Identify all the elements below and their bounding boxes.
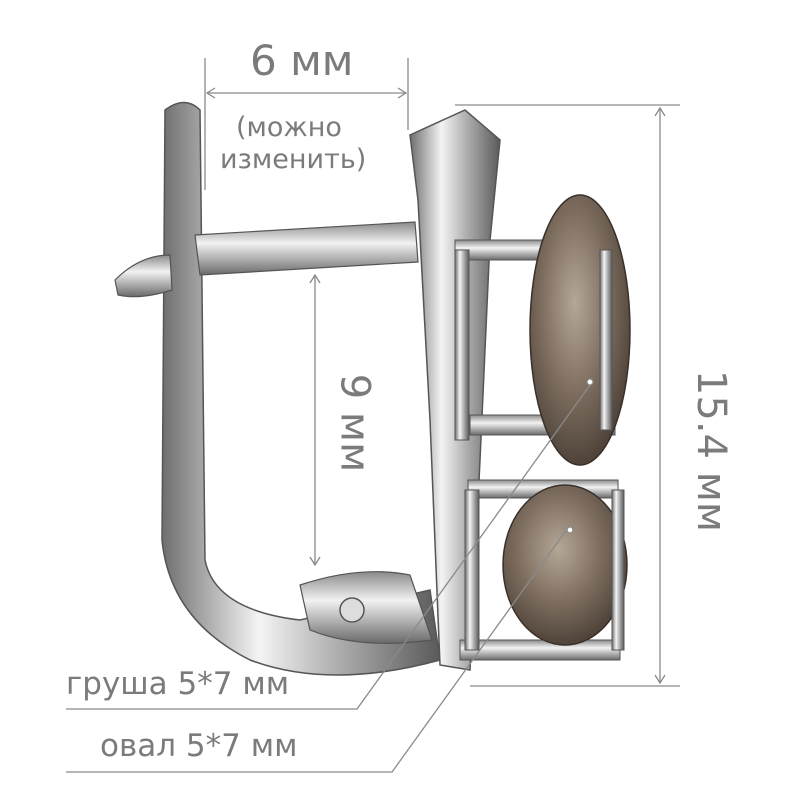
pear-stone [529, 194, 631, 466]
earring-setting [409, 109, 631, 671]
earring-hook [114, 101, 441, 676]
width-dimension-label: 6 мм [250, 36, 354, 85]
pear-stone-label: груша 5*7 мм [66, 666, 290, 702]
inner-height-label: 9 мм [331, 373, 378, 473]
total-height-label: 15.4 мм [688, 369, 735, 533]
oval-stone-label: овал 5*7 мм [100, 728, 298, 764]
width-note-line1: (можно [236, 112, 342, 143]
dimension-lines [66, 58, 680, 773]
oval-stone [502, 484, 628, 646]
width-note-line2: изменить) [220, 144, 367, 175]
